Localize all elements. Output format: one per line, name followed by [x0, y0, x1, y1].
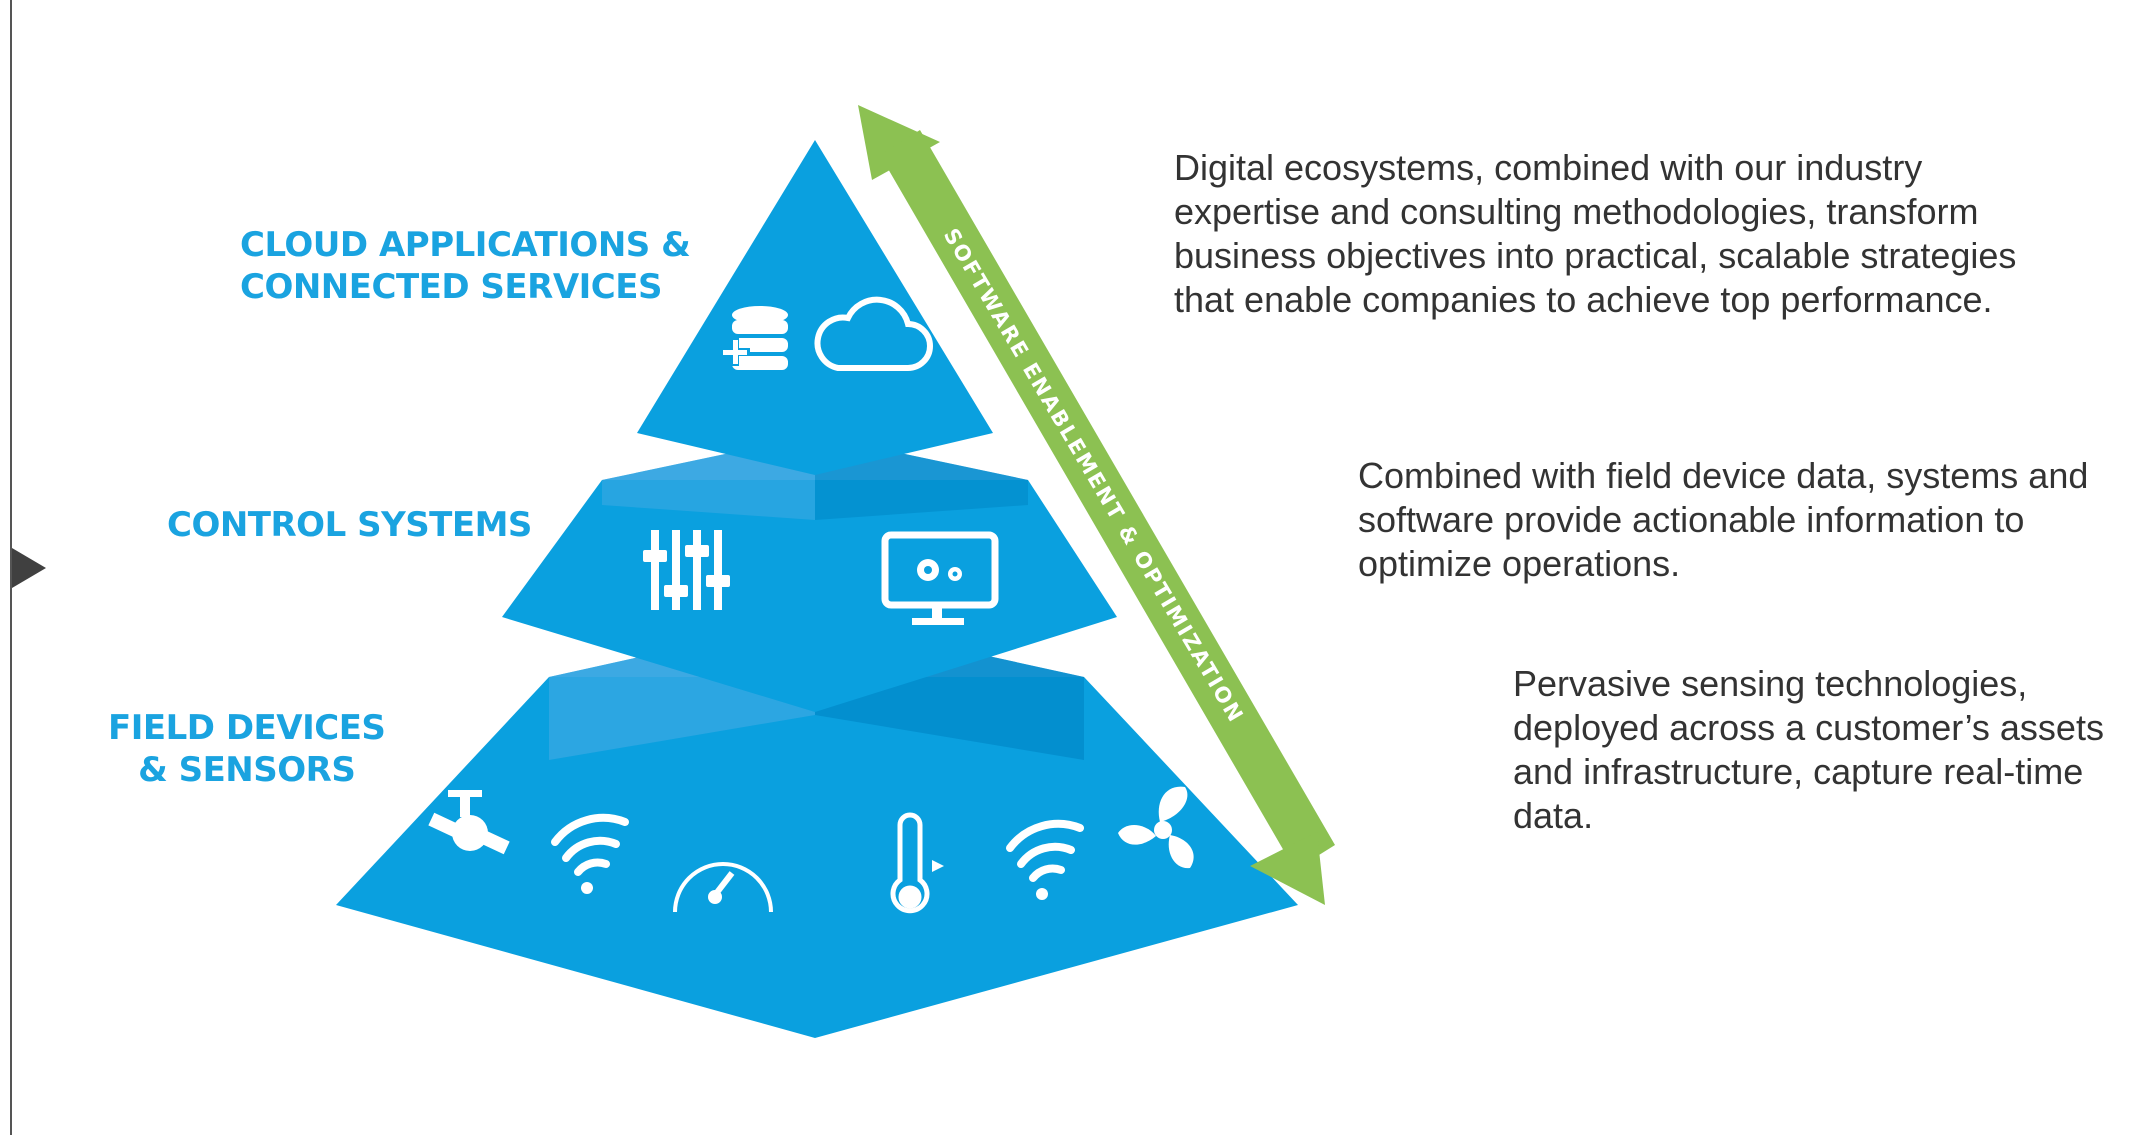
valve-icon [428, 790, 510, 855]
tier-label-field: FIELD DEVICES & SENSORS [108, 708, 386, 790]
database-add-icon [720, 306, 788, 370]
arrow-shaft [880, 130, 1335, 870]
thermometer-icon [890, 812, 944, 914]
sliders-icon [643, 530, 730, 610]
cloud-icon [814, 296, 933, 371]
monitor-gears-icon [881, 531, 999, 625]
pyramid-tier-cloud [637, 140, 993, 475]
arrow-head-down [1250, 832, 1325, 905]
tier-label-cloud: CLOUD APPLICATIONS & CONNECTED SERVICES [240, 225, 691, 307]
play-triangle-marker[interactable] [12, 548, 46, 588]
left-divider-line [10, 0, 12, 1135]
fan-icon [1118, 786, 1194, 869]
arrow-head-up [858, 105, 940, 180]
wifi-icon [1006, 819, 1084, 900]
tier-label-control: CONTROL SYSTEMS [167, 505, 532, 545]
description-control: Combined with field device data, systems… [1358, 455, 2089, 584]
description-cloud: Digital ecosystems, combined with our in… [1174, 147, 2017, 320]
description-field: Pervasive sensing technologies, deployed… [1513, 663, 2104, 836]
wifi-icon [551, 813, 629, 894]
gauge-icon [673, 862, 773, 913]
